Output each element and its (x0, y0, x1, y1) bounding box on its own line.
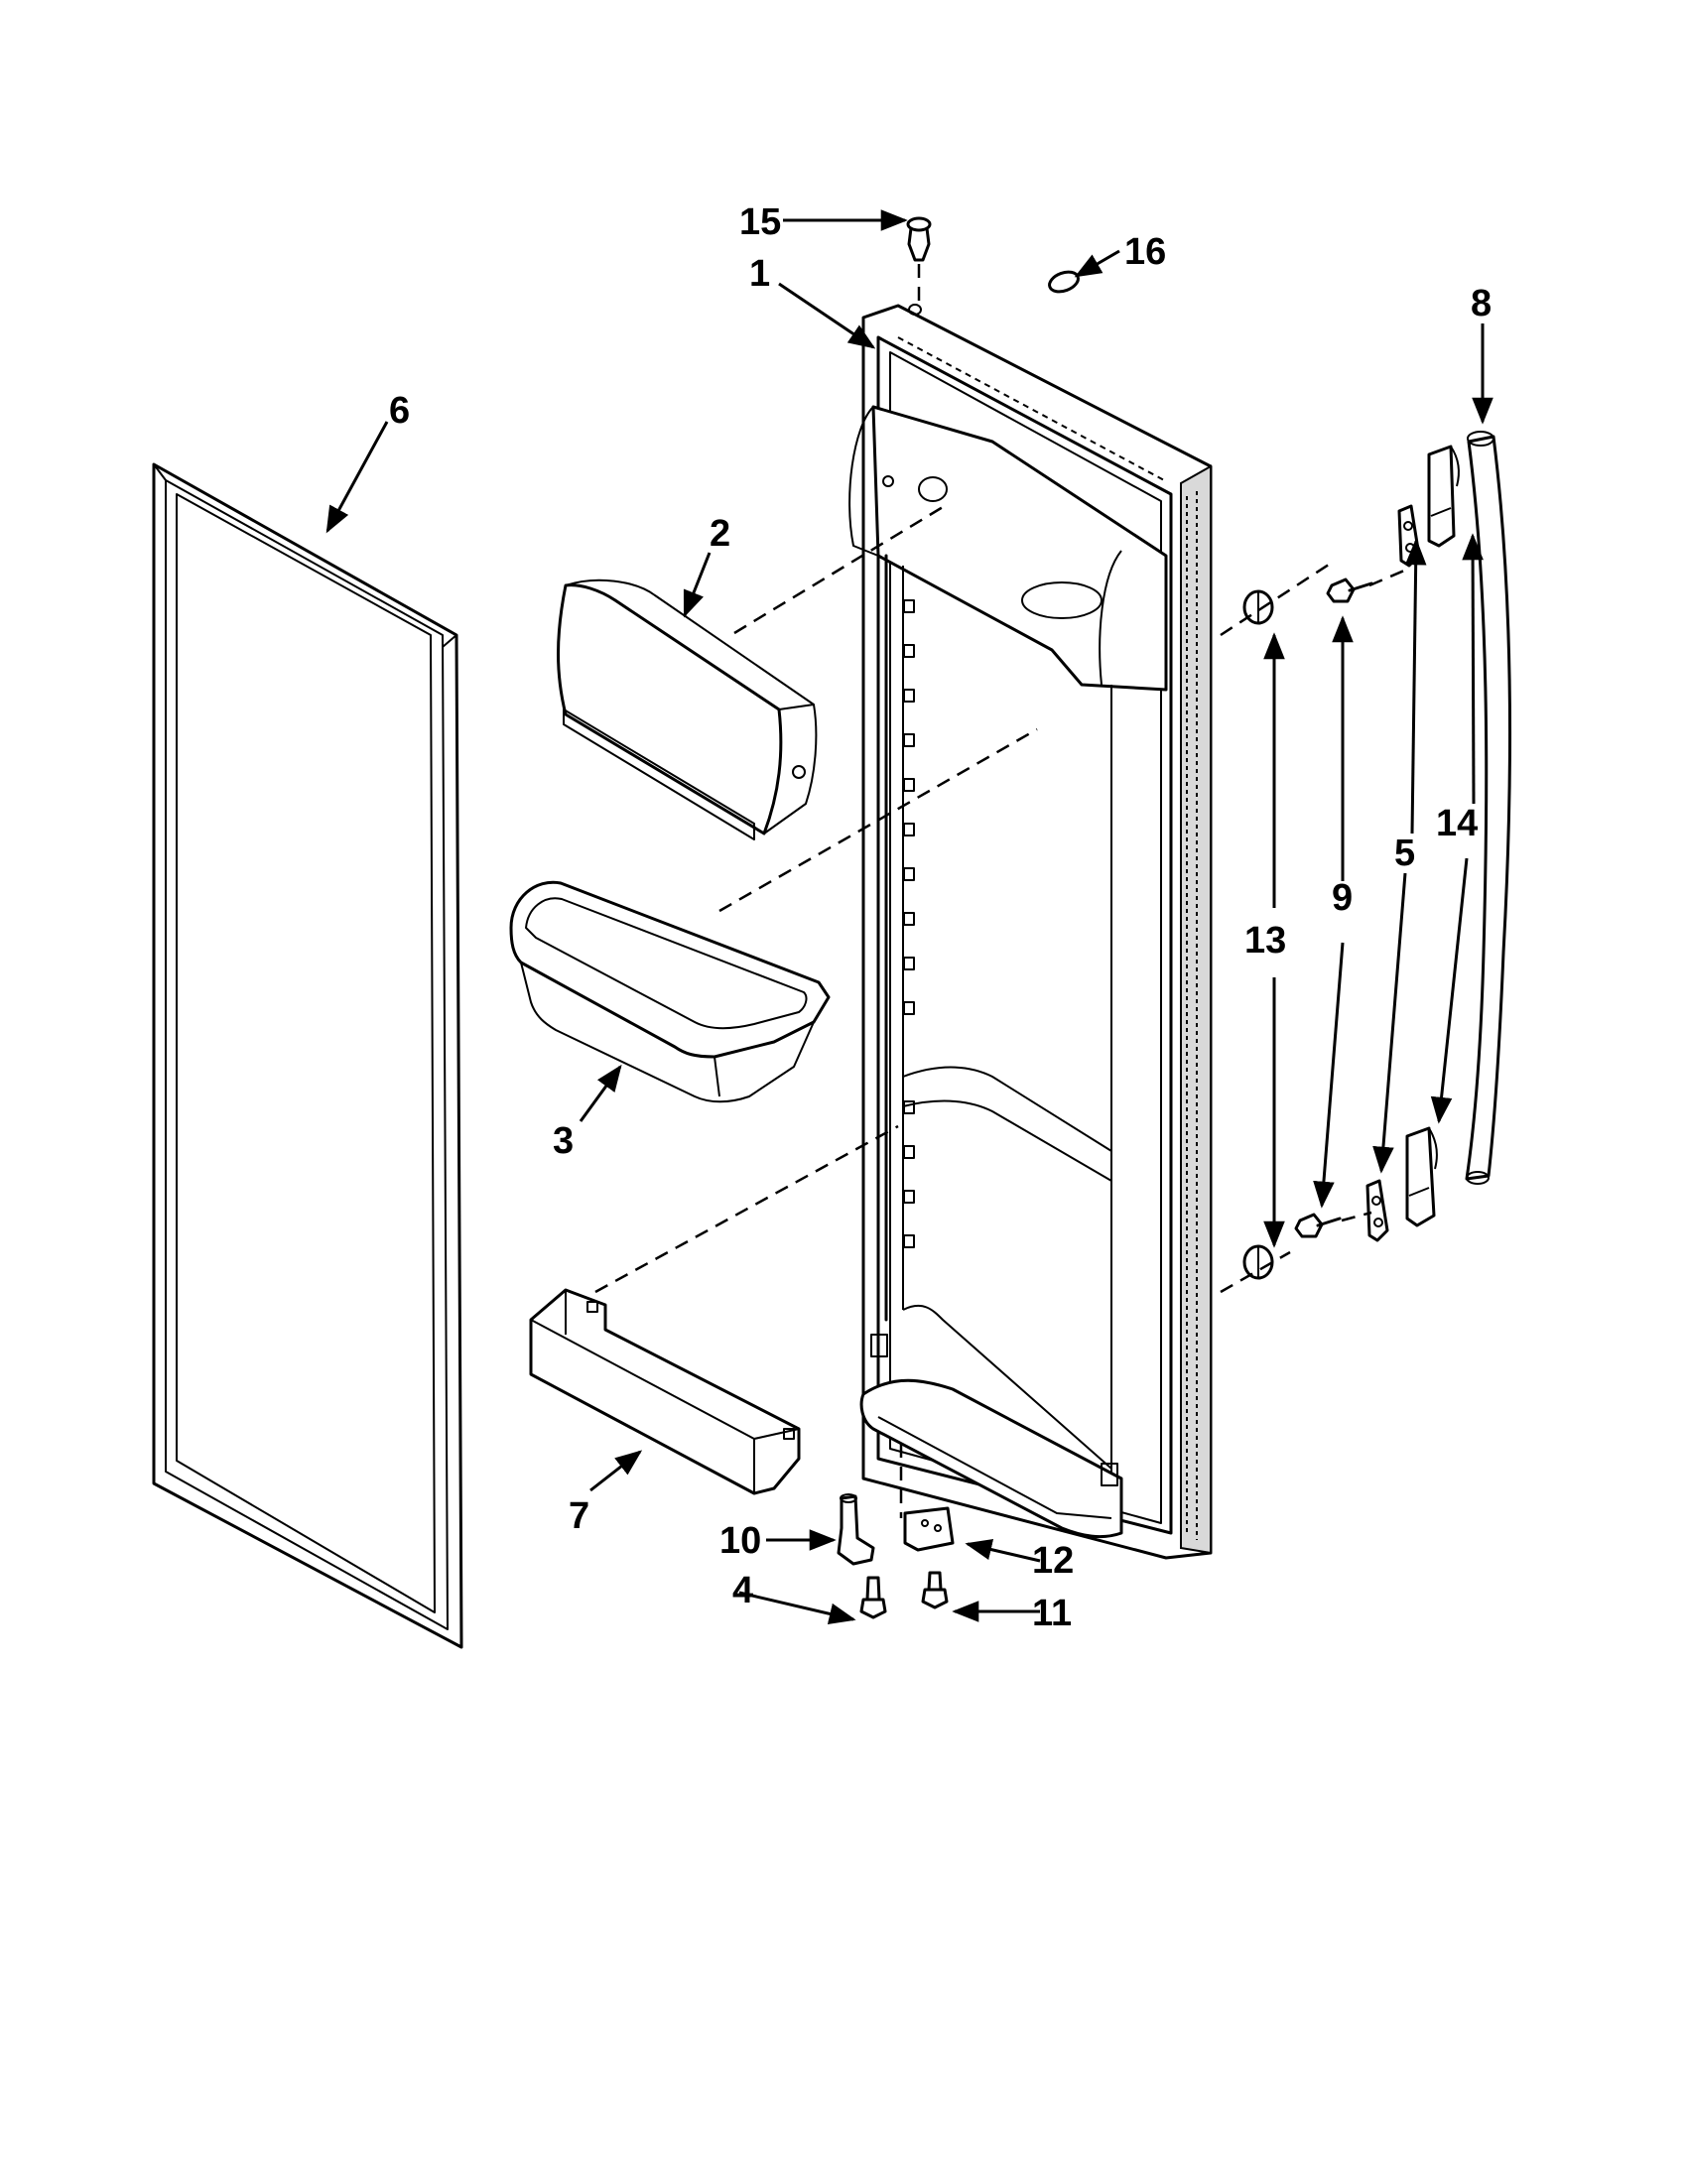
callout-4: 4 (732, 1570, 753, 1611)
callout-11: 11 (1032, 1593, 1072, 1634)
handle-stud-upper (1242, 589, 1274, 625)
callout-7: 7 (569, 1495, 589, 1537)
screw-9-lower (1294, 1213, 1342, 1238)
handle-stud-lower (1242, 1244, 1274, 1280)
handle-end-cap-upper (1427, 445, 1460, 548)
screw-4 (859, 1576, 887, 1619)
dairy-door (557, 578, 818, 840)
hole-plug (1048, 270, 1080, 294)
callout-2: 2 (710, 513, 730, 555)
handle-bracket-lower (1365, 1179, 1389, 1242)
leader-arrows (325, 209, 1493, 1624)
callout-10: 10 (719, 1520, 761, 1562)
assembly-lines (594, 264, 1405, 1518)
handle-end-cap-lower (1405, 1126, 1438, 1227)
callout-8: 8 (1471, 283, 1492, 324)
bottom-hinge-pin (837, 1493, 875, 1566)
hinge-plate (903, 1506, 955, 1552)
callout-16: 16 (1124, 231, 1166, 273)
door-gasket (152, 462, 463, 1649)
callout-3: 3 (553, 1120, 574, 1162)
callout-15: 15 (739, 201, 781, 243)
screw-11 (921, 1571, 949, 1609)
door-liner (848, 304, 1213, 1560)
callout-13: 13 (1244, 920, 1286, 962)
callout-1: 1 (749, 253, 770, 295)
callout-5: 5 (1394, 833, 1415, 874)
callout-14: 14 (1436, 803, 1478, 844)
callout-labels: 15 16 1 6 2 3 7 8 9 5 14 13 10 4 12 11 (389, 201, 1492, 1634)
callout-9: 9 (1332, 877, 1353, 919)
callout-6: 6 (389, 390, 410, 432)
door-handle (1465, 431, 1512, 1185)
bin-clips (903, 599, 915, 1248)
door-bin (509, 880, 831, 1103)
screw-9-upper (1326, 578, 1373, 603)
door-shelf (529, 1288, 801, 1495)
callout-12: 12 (1032, 1540, 1074, 1582)
hinge-bushing (906, 216, 932, 262)
